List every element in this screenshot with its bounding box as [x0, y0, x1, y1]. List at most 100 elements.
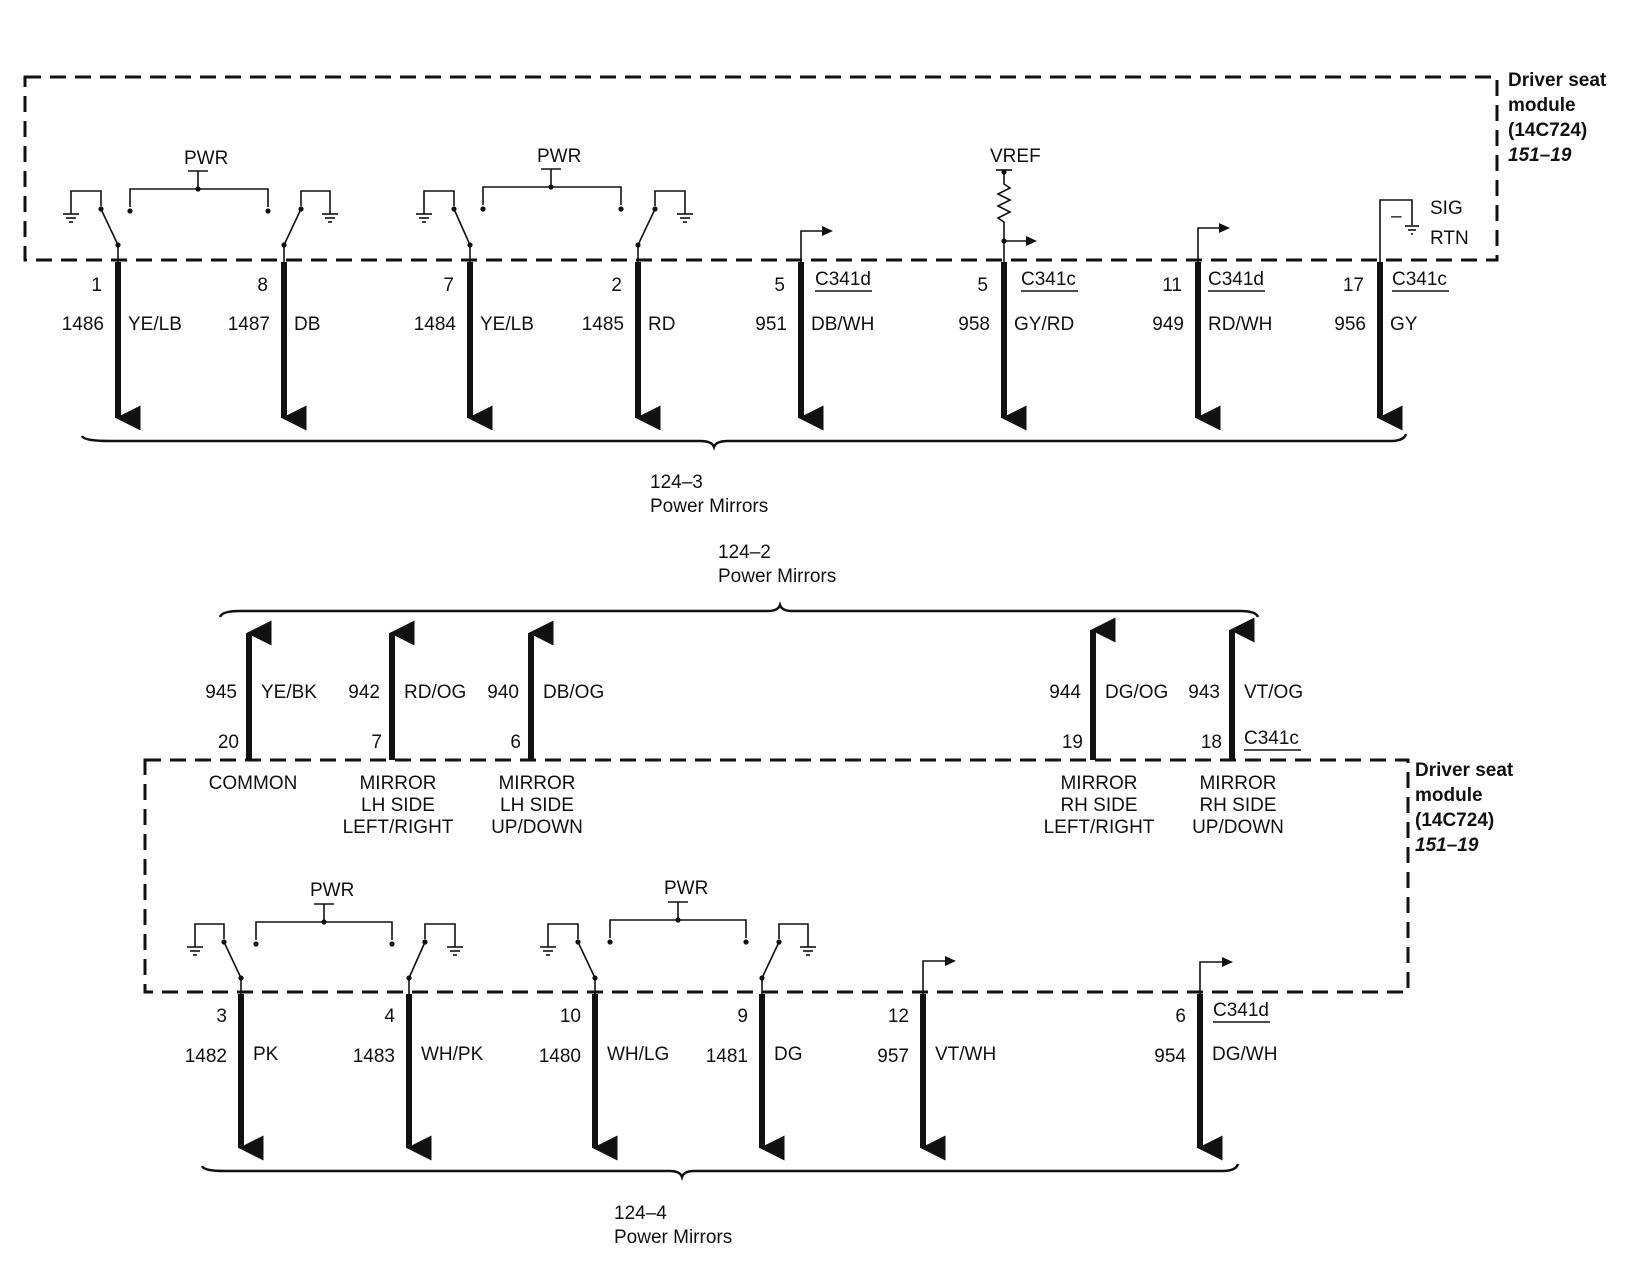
up-wire-function-label: MIRROR — [1199, 773, 1276, 794]
up-wire-function-label: MIRROR — [359, 773, 436, 794]
up-wire-color: DB/OG — [543, 682, 604, 703]
top-wire-pin: 8 — [257, 275, 268, 296]
top-wire-color: YE/LB — [128, 314, 182, 335]
top-wire-color: YE/LB — [480, 314, 534, 335]
top-wire-circuit: 956 — [1334, 314, 1366, 335]
sig-label: SIG — [1430, 198, 1463, 219]
top-wire-circuit: 1484 — [414, 314, 457, 335]
top-switch-2: PWR — [416, 146, 693, 262]
up-wire-color: YE/BK — [261, 682, 317, 703]
top-wire-circuit: 958 — [958, 314, 990, 335]
bottom-brace — [200, 1163, 1240, 1181]
up-wire-pin: 19 — [1062, 732, 1083, 753]
down-wire-pin: 6 — [1175, 1006, 1186, 1027]
ground-icon — [540, 942, 556, 956]
middle-dest-page: 124–2 — [718, 542, 771, 563]
top-module-part-number: (14C724) — [1508, 120, 1587, 141]
up-wire-function-label: RH SIDE — [1199, 795, 1276, 816]
up-wire-function-label: LH SIDE — [361, 795, 435, 816]
up-wire-function-label: UP/DOWN — [1192, 817, 1284, 838]
vref-label: VREF — [990, 146, 1041, 167]
down-wire-pin: 12 — [888, 1006, 909, 1027]
top-wire-1486: 1 1486 YE/LB — [62, 262, 182, 431]
top-dest-page: 124–3 — [650, 472, 703, 493]
top-wire-circuit: 1485 — [582, 314, 624, 335]
top-wire-color: RD — [648, 314, 675, 335]
top-wire-circuit: 1486 — [62, 314, 104, 335]
up-wire-circuit: 940 — [487, 682, 519, 703]
up-wire-circuit: 945 — [205, 682, 237, 703]
top-wire-pin: 11 — [1162, 275, 1182, 296]
top-signal-flag-949 — [1197, 223, 1230, 262]
up-wire-function-label: MIRROR — [1060, 773, 1137, 794]
ground-icon — [63, 209, 79, 223]
ground-icon — [322, 209, 338, 223]
down-wire-color: PK — [253, 1044, 279, 1065]
top-wire-pin: 7 — [443, 275, 454, 296]
top-wire-circuit: 951 — [755, 314, 787, 335]
down-wire-circuit: 954 — [1154, 1046, 1186, 1067]
top-switch-2-pwr-label: PWR — [537, 146, 581, 167]
top-signal-flag-951 — [800, 226, 833, 262]
down-wire-circuit: 1480 — [539, 1046, 581, 1067]
top-connector-c341c-2: C341c — [1392, 269, 1447, 290]
down-wire-pin: 3 — [216, 1006, 227, 1027]
up-wire-pin: 7 — [371, 732, 382, 753]
bottom-module-part-number: (14C724) — [1415, 810, 1494, 831]
sig-rtn-ground: – SIG RTN — [1379, 198, 1469, 262]
rtn-label: RTN — [1430, 228, 1469, 249]
up-wire-pin: 20 — [218, 732, 239, 753]
up-wire-color: RD/OG — [404, 682, 466, 703]
down-wire-color: WH/PK — [421, 1044, 484, 1065]
middle-dest-name: Power Mirrors — [718, 566, 836, 587]
bottom-dest-page: 124–4 — [614, 1203, 667, 1224]
sig-minus-label: – — [1391, 206, 1402, 227]
up-wire-color: VT/OG — [1244, 682, 1303, 703]
top-switch-1-pwr-label: PWR — [184, 148, 228, 169]
top-wire-pin: 5 — [977, 275, 988, 296]
down-wire-circuit: 1481 — [706, 1046, 748, 1067]
down-wire-circuit: 1483 — [353, 1046, 395, 1067]
top-wire-circuit: 1487 — [228, 314, 270, 335]
ground-icon — [187, 942, 203, 956]
down-wire-color: WH/LG — [607, 1044, 669, 1065]
top-wire-1485: 2 1485 RD — [582, 262, 675, 431]
bottom-signal-flag-957 — [922, 956, 956, 994]
up-wire-pin: 18 — [1201, 732, 1222, 753]
up-wire-circuit: 942 — [348, 682, 380, 703]
bottom-module-name-2: module — [1415, 785, 1483, 806]
top-connectors: C341d C341c C341d C341c — [815, 269, 1449, 292]
bottom-module-ref: 151–19 — [1415, 835, 1479, 856]
top-wire-pin: 2 — [611, 275, 622, 296]
bottom-signal-flag-954 — [1199, 957, 1233, 994]
top-wire-color: RD/WH — [1208, 314, 1272, 335]
down-wire-circuit: 957 — [877, 1046, 909, 1067]
down-wire-pin: 10 — [560, 1006, 581, 1027]
vref-resistor: VREF — [990, 146, 1041, 262]
top-module-name-1: Driver seat — [1508, 70, 1607, 91]
down-wire-1480: 10 1480 WH/LG — [539, 994, 669, 1161]
up-wire-function-label: MIRROR — [498, 773, 575, 794]
bottom-switch-1: PWR — [187, 880, 463, 994]
bottom-switch-1-pwr-label: PWR — [310, 880, 354, 901]
top-wire-pin: 1 — [91, 275, 102, 296]
bottom-down-connector-c341d: C341d — [1213, 1000, 1269, 1021]
up-wire-function-label: RH SIDE — [1060, 795, 1137, 816]
up-wire-function-label: UP/DOWN — [491, 817, 583, 838]
bottom-switch-2: PWR — [540, 878, 816, 994]
up-wire-function-label: LEFT/RIGHT — [343, 817, 454, 838]
top-brace — [80, 433, 1408, 451]
ground-icon — [677, 209, 693, 223]
